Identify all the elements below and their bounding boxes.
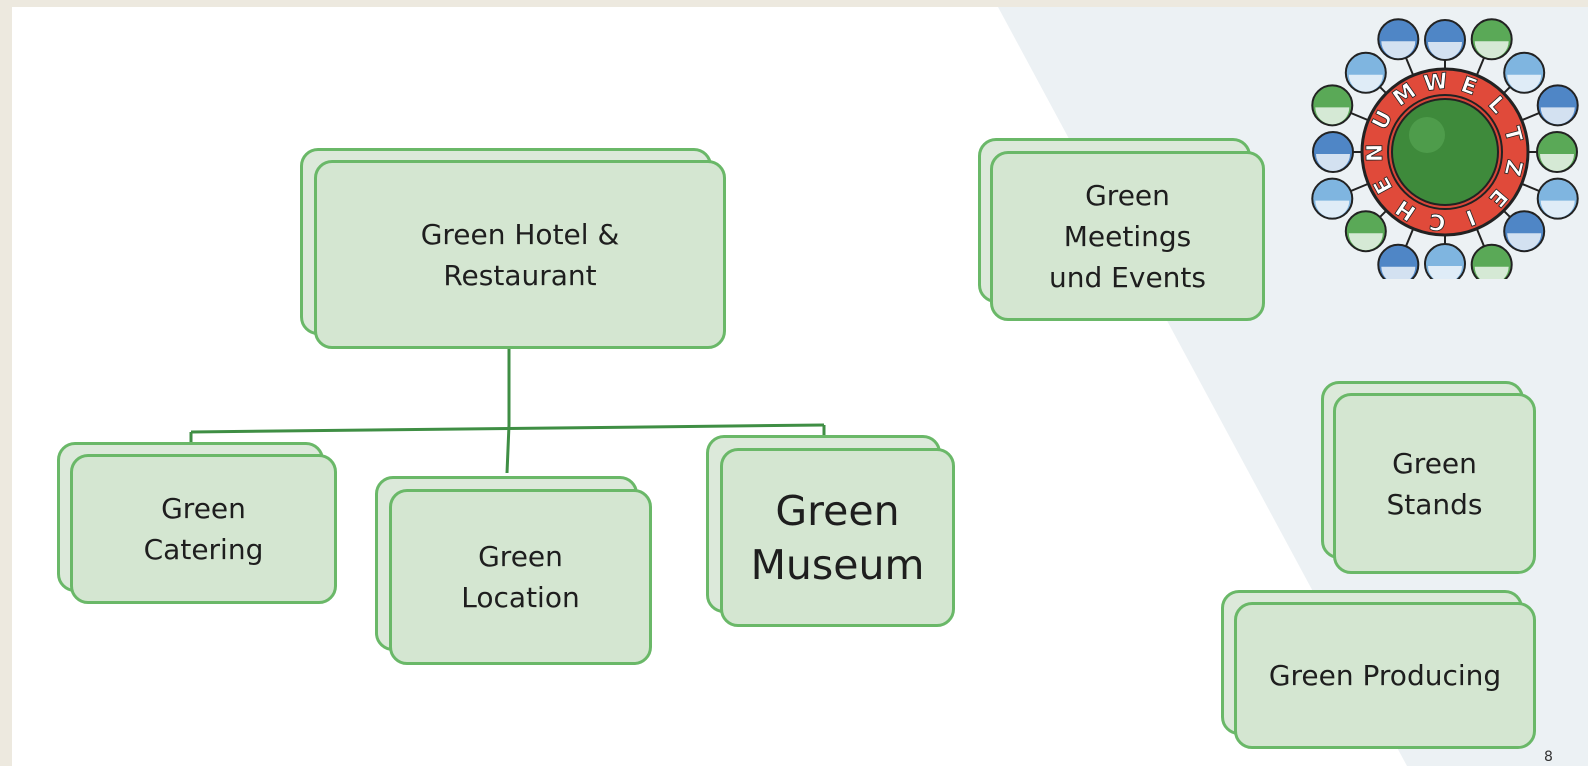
node-label-line: Green — [775, 486, 900, 535]
logo-tree-highlight — [1428, 266, 1462, 279]
node-label-line: und Events — [1049, 260, 1206, 294]
logo-ring-letter: T — [1498, 124, 1526, 145]
logo-tree-highlight — [1474, 266, 1509, 279]
logo-ring-letter: Z — [1499, 157, 1527, 178]
node-label-line: Green — [1392, 446, 1477, 480]
logo-ring-letter: W — [1422, 69, 1449, 97]
node-label-line: Green Producing — [1268, 659, 1502, 692]
node-green-stands: Green Stands — [1321, 381, 1536, 574]
logo-tree-highlight — [1540, 107, 1575, 125]
slide: Green Hotel & Restaurant Green Catering … — [12, 7, 1588, 766]
node-label-line: Museum — [750, 540, 925, 589]
node-label-line: Stands — [1386, 487, 1483, 521]
page-number: 8 — [1544, 749, 1553, 765]
node-green-catering: Green Catering — [57, 442, 337, 604]
logo-tree-highlight — [1315, 200, 1350, 218]
node-green-location: Green Location — [375, 476, 652, 665]
node-label-line: Green — [1085, 178, 1170, 212]
node-green-hotel-restaurant: Green Hotel & Restaurant — [300, 148, 726, 349]
node-label-line: Green Hotel & — [420, 217, 620, 251]
node-label-line: Location — [461, 581, 580, 614]
logo-tree-highlight — [1540, 154, 1574, 171]
logo-tree-highlight — [1315, 107, 1350, 125]
logo-tree-highlight — [1381, 41, 1416, 59]
node-label-line: Green — [478, 540, 563, 573]
logo-tree-highlight — [1507, 74, 1542, 92]
connector-lines — [189, 347, 826, 474]
connector-to-location — [505, 424, 511, 474]
logo-tree-highlight — [1348, 74, 1383, 92]
node-label-line: Green — [161, 492, 246, 525]
node-label-line: Meetings — [1063, 219, 1192, 253]
logo-tree-highlight — [1348, 233, 1383, 251]
node-green-producing: Green Producing — [1221, 590, 1536, 749]
logo-ring — [1360, 67, 1530, 237]
logo-tree-highlight — [1540, 200, 1575, 218]
logo-ring-letter: C — [1428, 208, 1447, 235]
node-green-meetings-events: Green Meetings und Events — [978, 138, 1265, 321]
logo-tree-highlight — [1316, 154, 1350, 171]
node-green-museum: Green Museum — [706, 435, 955, 627]
logo-tree-highlight — [1428, 42, 1462, 59]
logo-tree-highlight — [1507, 233, 1542, 251]
logo-tree-highlight — [1381, 266, 1416, 279]
logo-tree-highlight — [1474, 41, 1509, 59]
node-label-line: Catering — [143, 533, 264, 566]
logo-ring-letter: N — [1363, 143, 1388, 162]
node-label-line: Restaurant — [443, 258, 597, 292]
